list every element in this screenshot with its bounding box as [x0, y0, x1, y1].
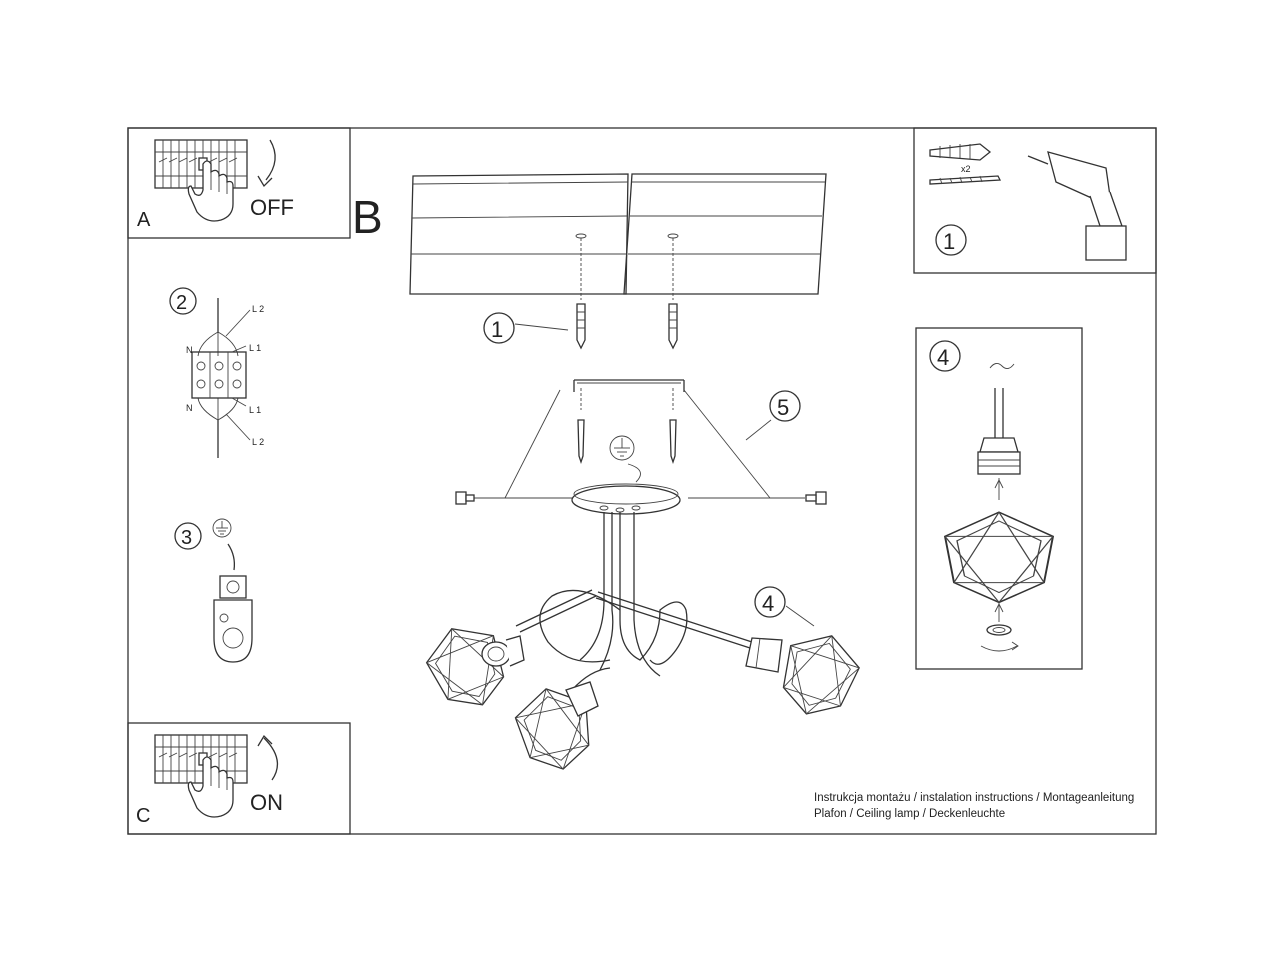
ground-terminal — [219, 575, 247, 599]
step-4-number-main: 4 — [762, 591, 774, 616]
footer-subtitle: Plafon / Ceiling lamp / Deckenleuchte — [814, 808, 1006, 820]
ceiling-boards — [409, 173, 827, 300]
panel-c-letter: C — [136, 805, 150, 827]
step-1-number-plugs: 1 — [491, 317, 503, 342]
lamp-arms — [515, 512, 753, 691]
ground-bracket — [213, 599, 253, 663]
step-5-number: 5 — [777, 395, 789, 420]
wire-label-l2-bottom: L 2 — [252, 437, 264, 447]
ground-symbol-icon — [609, 435, 635, 461]
panel-tools: x2 1 — [913, 127, 1157, 274]
drill-icon — [1027, 151, 1127, 261]
wall-plug-icon — [929, 143, 992, 161]
step-3-number: 3 — [181, 527, 192, 549]
outer-frame — [127, 127, 1157, 835]
quantity-label: x2 — [961, 164, 971, 174]
screw-icon — [929, 175, 1002, 185]
wire-label-n-bottom: N — [186, 403, 193, 413]
wall-plugs — [576, 303, 678, 350]
circuit-breaker-icon — [154, 734, 248, 784]
wire-label-l1-top: L 1 — [249, 343, 261, 353]
shade-ring — [986, 624, 1012, 636]
arrow-up-icon — [263, 737, 279, 781]
wire-label-l2-top: L 2 — [252, 304, 264, 314]
lamp-shade-left — [417, 614, 525, 719]
off-label: OFF — [250, 195, 294, 220]
lamp-canopy — [571, 483, 681, 515]
lamp-shade-right — [745, 624, 867, 726]
terminal-block — [191, 351, 247, 399]
step-1-number-tools: 1 — [943, 229, 955, 254]
mounting-bracket — [573, 379, 685, 410]
circuit-breaker-icon — [154, 139, 248, 189]
arrow-down-icon — [265, 139, 276, 181]
lamp-shade-center — [510, 680, 600, 778]
footer-title: Instrukcja montażu / instalation instruc… — [814, 792, 1135, 804]
side-bolts — [455, 491, 827, 505]
step-2-wiring: 2 L 2 L 1 N N L 1 L 2 — [169, 287, 264, 458]
step-4-number-panel: 4 — [937, 345, 949, 370]
panel-a-power-off: A OFF — [127, 127, 351, 239]
rotate-arrow-icon — [980, 645, 1018, 652]
mounting-screws — [577, 419, 677, 465]
step-3-ground: 3 — [174, 518, 253, 663]
wire-label-l1-bottom: L 1 — [249, 405, 261, 415]
panel-shade-assembly: 4 — [915, 327, 1083, 670]
diamond-cage-shade — [944, 511, 1054, 604]
panel-c-power-on: C ON — [127, 722, 351, 835]
wire-label-n-top: N — [186, 345, 193, 355]
footer-caption: Instrukcja montażu / instalation instruc… — [814, 790, 1134, 822]
on-label: ON — [250, 790, 283, 815]
cable-break-icon — [989, 363, 1015, 369]
ground-symbol-icon — [212, 518, 232, 538]
panel-b-letter: B — [352, 191, 383, 243]
lamp-socket — [979, 437, 1019, 453]
panel-a-letter: A — [137, 209, 151, 231]
step-2-number: 2 — [176, 292, 187, 314]
